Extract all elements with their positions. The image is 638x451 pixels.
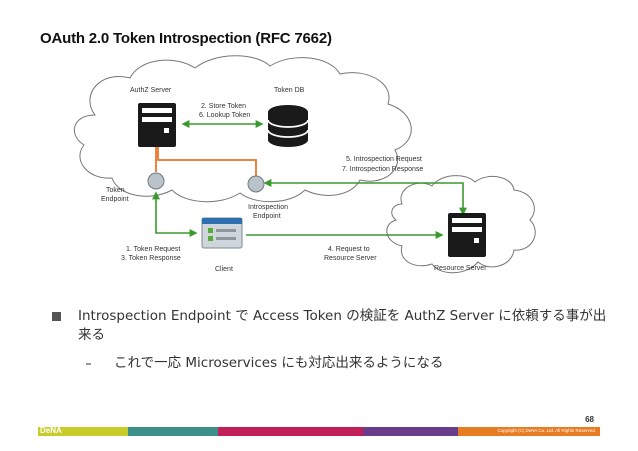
footer-color-bar — [38, 427, 600, 436]
authz-server-label: AuthZ Server — [130, 87, 172, 94]
introspection-response-label: 7. Introspection Response — [342, 166, 423, 173]
resource-cloud — [386, 175, 536, 274]
store-token-label: 2. Store Token — [201, 103, 246, 110]
dash-bullet-icon — [86, 363, 91, 365]
footer-segment-yellow — [38, 427, 128, 436]
page-number: 68 — [585, 415, 594, 424]
authz-server-icon — [138, 103, 176, 147]
database-icon — [267, 105, 309, 147]
client-label: Client — [215, 266, 233, 273]
introspection-endpoint-node — [247, 175, 265, 193]
footer-segment-orange — [458, 427, 600, 436]
lookup-token-label: 6. Lookup Token — [199, 112, 250, 119]
token-request-arrow — [152, 191, 198, 237]
footer-segment-teal — [128, 427, 218, 436]
token-endpoint-label-line1: Token — [106, 187, 125, 194]
client-app-icon — [201, 217, 243, 249]
bullet-sub: これで一応 Microservices にも対応出来るようになる — [52, 354, 612, 373]
footer-segment-purple — [363, 427, 458, 436]
token-endpoint-node — [147, 172, 165, 190]
request-to-label: 4. Request to — [328, 246, 370, 253]
square-bullet-icon — [52, 312, 61, 321]
introspection-endpoint-label-line2: Endpoint — [253, 213, 281, 220]
bullet-main: Introspection Endpoint で Access Token の検… — [52, 307, 612, 345]
bullet-main-text: Introspection Endpoint で Access Token の検… — [78, 308, 607, 343]
introspection-request-label: 5. Introspection Request — [346, 156, 422, 163]
footer-segment-magenta — [218, 427, 363, 436]
bullet-sub-text: これで一応 Microservices にも対応出来るようになる — [114, 355, 444, 371]
resource-server-request-label: Resource Server — [324, 255, 377, 262]
authz-link-line — [157, 135, 257, 178]
introspection-arrow — [263, 179, 467, 216]
introspection-endpoint-label-line1: Introspection — [248, 204, 288, 211]
slide-title: OAuth 2.0 Token Introspection (RFC 7662) — [40, 30, 332, 47]
dena-logo: DeNA — [40, 426, 62, 435]
resource-server-label: Resource Server — [434, 265, 487, 272]
token-response-label: 3. Token Response — [121, 255, 181, 262]
copyright-text: Copyright (C) DeNA Co.,Ltd. All Rights R… — [497, 428, 596, 433]
resource-server-icon — [448, 213, 486, 257]
token-endpoint-label-line2: Endpoint — [101, 196, 129, 203]
token-db-label: Token DB — [274, 87, 305, 94]
token-request-label: 1. Token Request — [126, 246, 180, 253]
bullet-list: Introspection Endpoint で Access Token の検… — [52, 307, 612, 373]
authz-cloud — [73, 55, 412, 203]
